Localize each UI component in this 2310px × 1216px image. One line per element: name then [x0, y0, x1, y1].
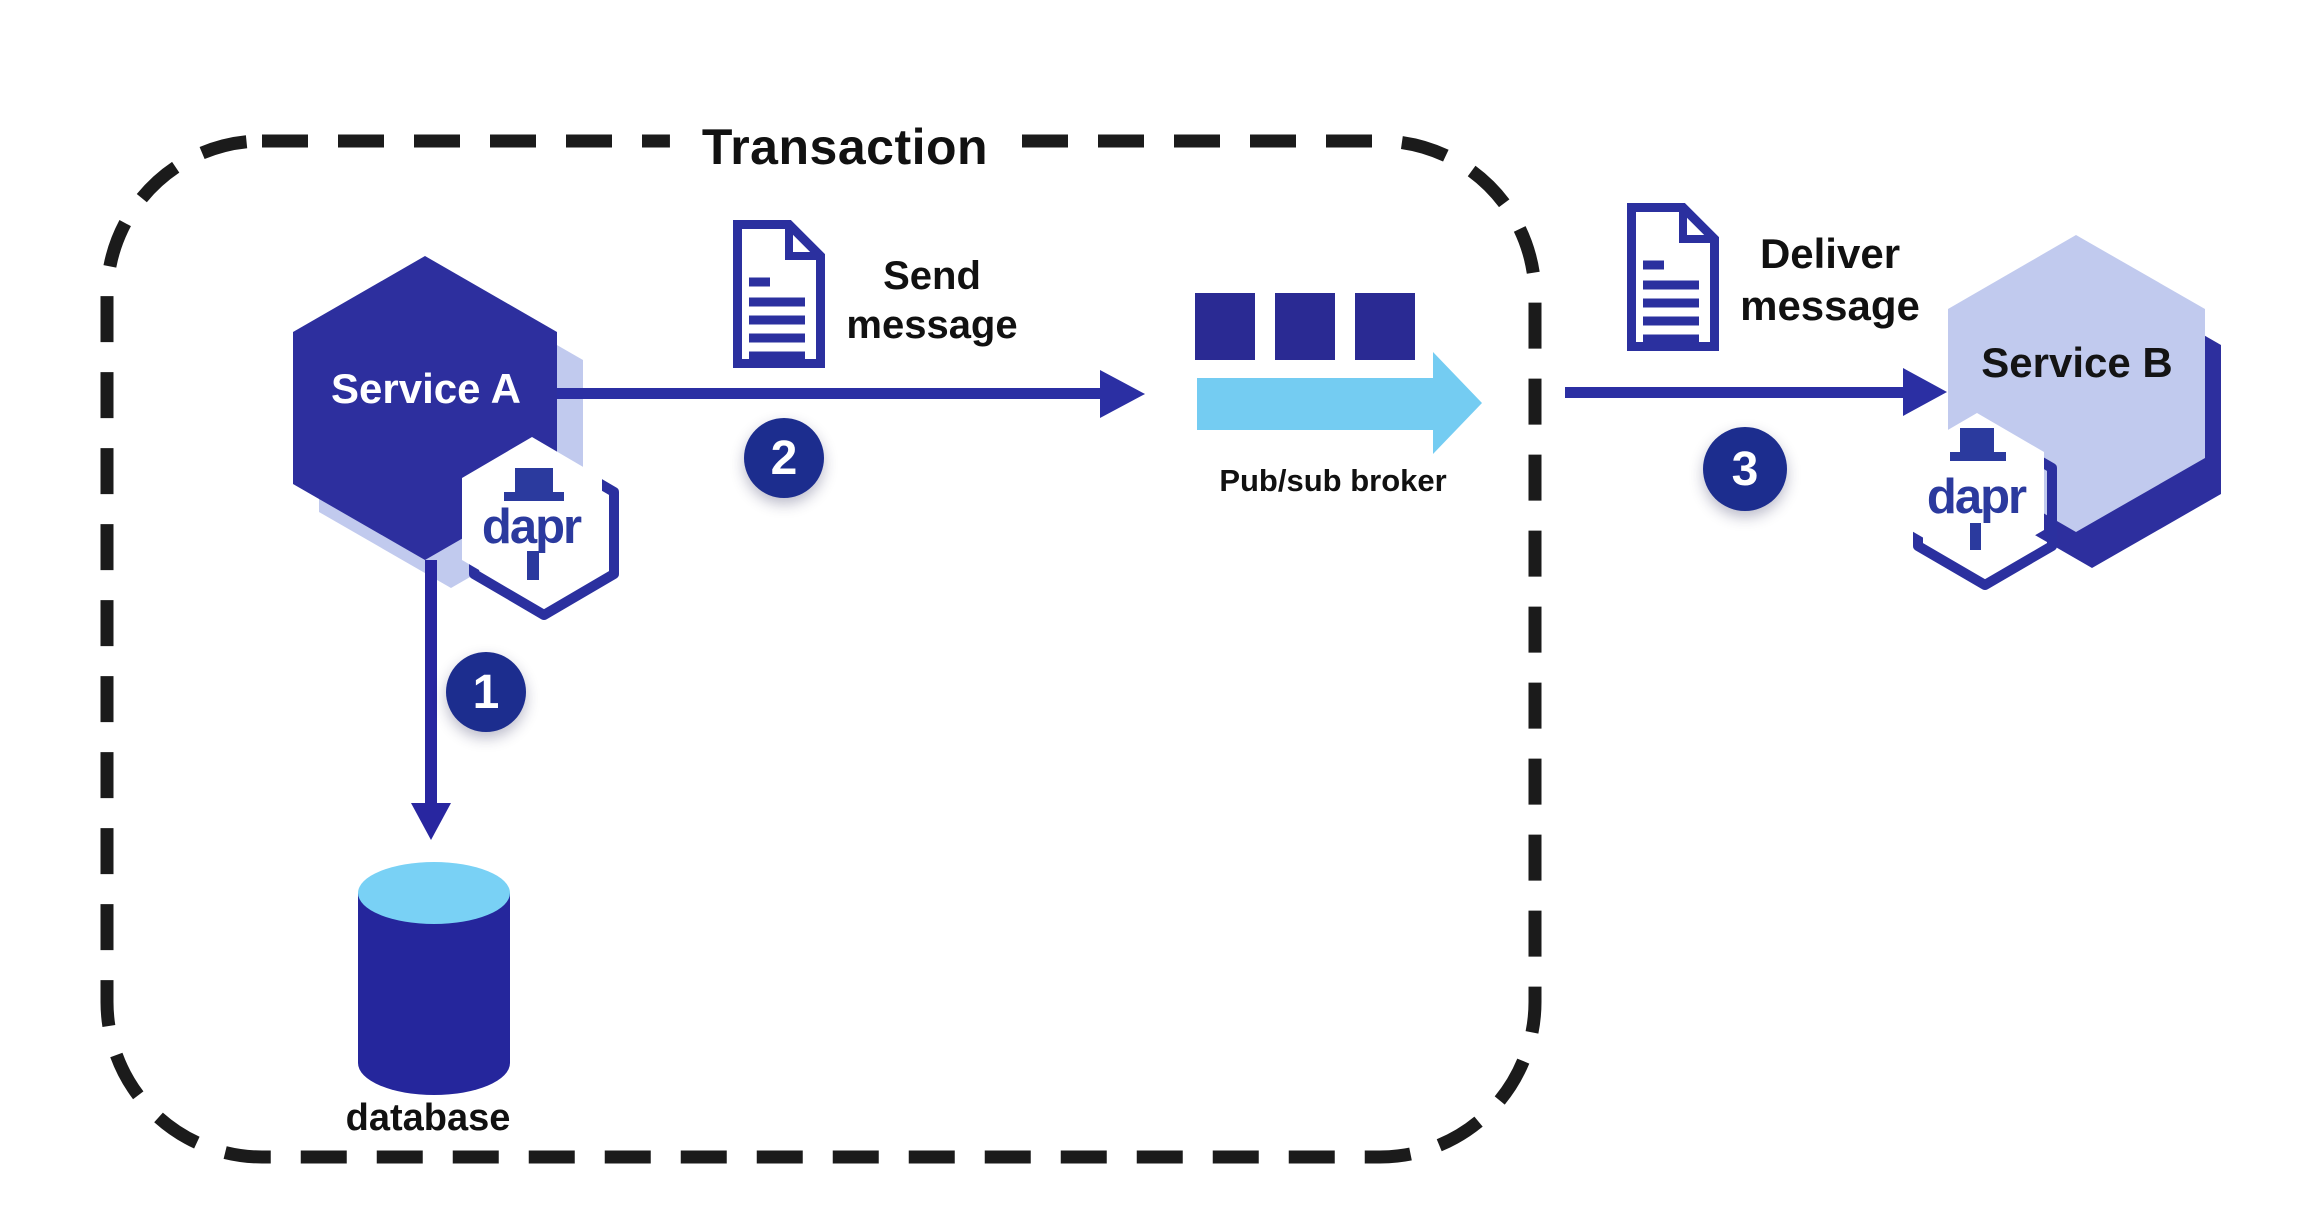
- deliver-message-label-line1: Deliver: [1759, 230, 1901, 277]
- broker-queue-square: [1355, 293, 1415, 360]
- service-b-dapr-wordmark: dapr: [1926, 470, 2027, 524]
- service-a-label: Service A: [331, 365, 521, 412]
- step-badge-3: 3: [1703, 427, 1787, 511]
- deliver-message-label: Deliver message: [1740, 228, 1920, 332]
- broker-queue-square: [1275, 293, 1335, 360]
- send-arrow-head: [1100, 370, 1145, 418]
- send-message-document-icon: [738, 225, 821, 364]
- persist-arrow-head: [411, 803, 451, 840]
- send-message-label-line2: message: [846, 303, 1018, 347]
- deliver-message-label-line2: message: [1740, 282, 1920, 329]
- database-cylinder-top: [358, 862, 510, 924]
- service-a-dapr-badge-hexagon: [462, 437, 602, 601]
- step-badge-2: 2: [744, 418, 824, 498]
- database-label: database: [345, 1097, 511, 1139]
- service-a-dapr-hat-tail-icon: [527, 551, 539, 580]
- send-message-label: Send message: [846, 252, 1017, 350]
- broker-queue-square: [1195, 293, 1255, 360]
- deliver-arrow-head: [1903, 368, 1947, 416]
- persist-arrow-line: [425, 560, 437, 805]
- pubsub-broker-label: Pub/sub broker: [1219, 463, 1447, 498]
- send-arrow-line: [557, 388, 1103, 399]
- transaction-label: Transaction: [669, 118, 1021, 176]
- service-b-dapr-badge-hexagon: [1910, 413, 2044, 569]
- deliver-message-document-icon: [1632, 208, 1715, 347]
- service-b-dapr-hat-crown-icon: [1960, 428, 1994, 454]
- service-b-label: Service B: [1981, 339, 2173, 386]
- deliver-arrow-line: [1565, 387, 1903, 398]
- service-a-dapr-hat-crown-icon: [515, 468, 553, 494]
- database-cylinder-icon: [358, 862, 510, 1095]
- broker-arrow-body: [1197, 378, 1433, 430]
- send-message-label-line1: Send: [883, 254, 981, 298]
- service-a-dapr-hat-brim-icon: [504, 492, 564, 501]
- service-b-dapr-hat-tail-icon: [1970, 523, 1981, 550]
- service-b-dapr-hat-brim-icon: [1950, 452, 2006, 461]
- broker-arrow-head: [1433, 352, 1482, 454]
- service-a-dapr-wordmark: dapr: [481, 500, 582, 554]
- step-badge-1: 1: [446, 652, 526, 732]
